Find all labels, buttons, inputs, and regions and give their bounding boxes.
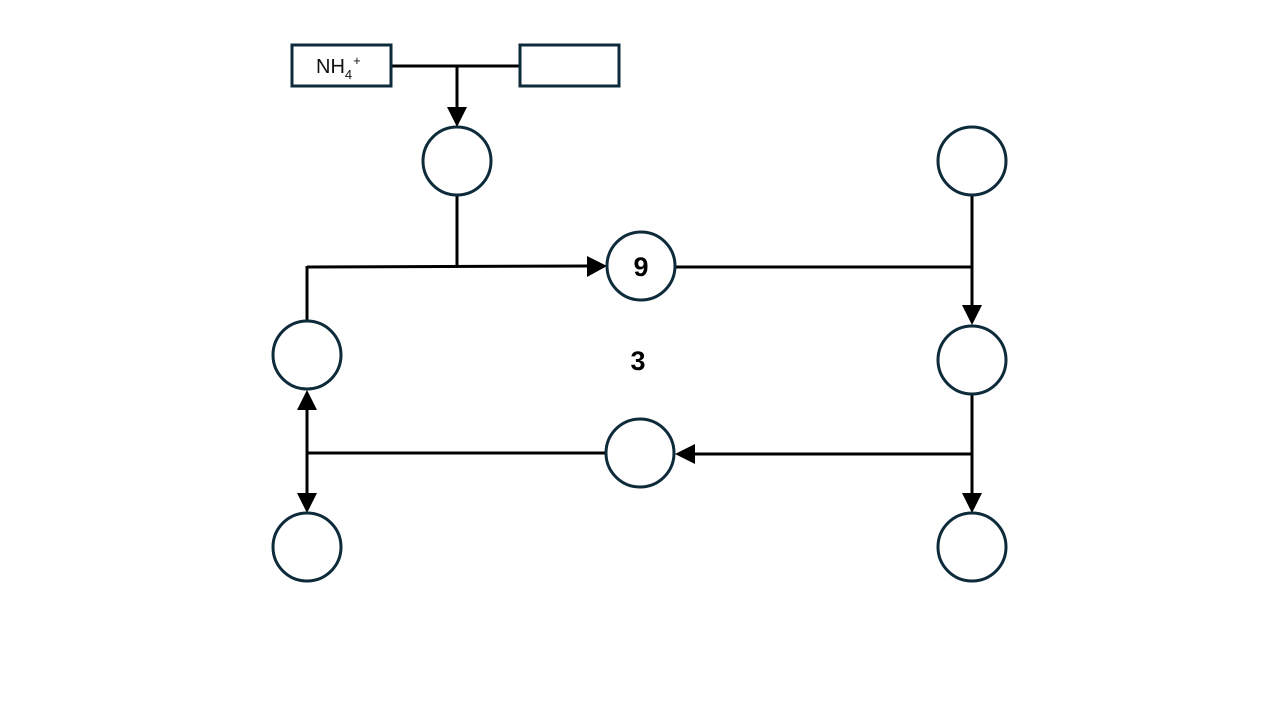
box-nh4: NH4+: [290, 43, 393, 88]
node-mid-left: [271, 319, 343, 391]
node-center-lower: [604, 417, 676, 489]
arrowhead-up-mid-left-node: [297, 390, 317, 410]
box-nh4-main-text: NH: [316, 56, 345, 78]
arrowhead-right-center-node: [587, 256, 607, 277]
box-nh4-frame: [290, 43, 393, 88]
node-center-upper: [605, 230, 677, 302]
box-nh4-subscript: 4: [345, 67, 352, 82]
node-top-right: [936, 125, 1008, 197]
arrowhead-down-bottom-left-node: [297, 493, 317, 513]
center-number-label: 3: [630, 346, 645, 376]
arrowhead-down-bottom-right-node: [962, 493, 982, 513]
edges: [297, 64, 982, 513]
node-top-left: [421, 125, 493, 197]
arrowhead-down-mid-right-node: [962, 305, 982, 325]
node-mid-right: [936, 324, 1008, 396]
edge-horizontal-to-center-node: [306, 264, 591, 269]
box-nh4-superscript: +: [353, 53, 361, 68]
node-center-upper-label: 9: [633, 252, 648, 282]
box-empty-frame: [518, 43, 621, 88]
node-bottom-right: [936, 511, 1008, 583]
arrowhead-down-top-left-node: [447, 107, 467, 127]
nodes: [271, 125, 1008, 583]
arrowhead-left-lower-center-node: [675, 444, 695, 464]
box-empty: [518, 43, 621, 88]
node-bottom-left: [271, 511, 343, 583]
box-nh4-label: NH4+: [316, 53, 361, 82]
